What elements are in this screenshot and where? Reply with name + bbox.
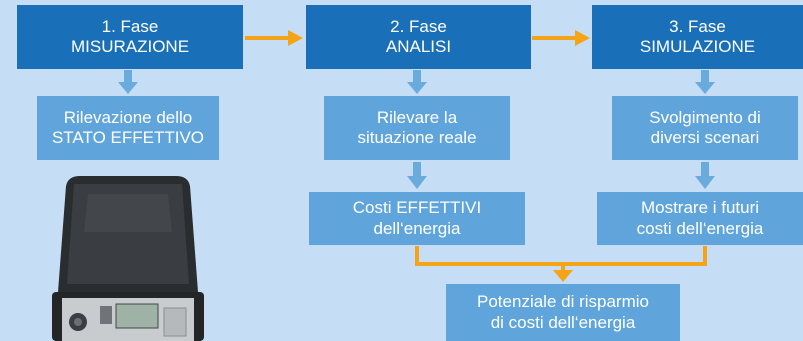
phase-1-name: MISURAZIONE (70, 37, 190, 56)
phase-3-step-1-box: Svolgimento di diversi scenari (612, 96, 798, 160)
phase1-to-phase2-arrow (245, 30, 303, 46)
phase-2-box: 2. Fase ANALISI (306, 5, 531, 69)
phase-1-step-line-2: STATO EFFETTIVO (51, 128, 205, 147)
phase-1-step-line-1: Rilevazione dello (63, 107, 193, 127)
phase-2-step-1-box: Rilevare la situazione reale (324, 96, 510, 160)
phase-3-step-1-line-1: Svolgimento di (649, 107, 761, 127)
phase-1-number: 1. Fase (101, 16, 159, 36)
result-line-2: di costi dell‘energia (490, 312, 636, 332)
phase-2-step-2-line-2: dell‘energia (373, 218, 461, 238)
device-screen (115, 303, 159, 329)
phase1-down-arrow (118, 70, 138, 94)
phase3-down-arrow (695, 70, 715, 94)
phase-1-step-box: Rilevazione dello STATO EFFETTIVO (37, 96, 219, 160)
result-line-1: Potenziale di risparmio (477, 292, 649, 312)
phase-3-box: 3. Fase SIMULAZIONE (592, 5, 803, 69)
phase-2-number: 2. Fase (390, 16, 447, 36)
phase-2-name: ANALISI (385, 37, 452, 56)
phase2-to-phase3-arrow (532, 30, 590, 46)
phase-2-step-1-line-2: situazione reale (357, 128, 477, 147)
phase-2-step-2-box: Costi EFFETTIVI dell‘energia (309, 192, 525, 245)
phase3-step-down-arrow (695, 162, 715, 189)
result-box: Potenziale di risparmio di costi dell‘en… (446, 284, 680, 341)
measurement-device-image (52, 176, 204, 341)
phase-2-step-2-line-1: Costi EFFETTIVI (352, 198, 482, 218)
phase-3-name: SIMULAZIONE (639, 37, 756, 56)
phase-1-box: 1. Fase MISURAZIONE (17, 5, 243, 69)
phase-3-step-2-line-1: Mostrare i futuri (640, 198, 760, 218)
merge-to-result-arrow (415, 246, 707, 282)
phase-3-number: 3. Fase (669, 16, 726, 36)
phase2-down-arrow (407, 70, 427, 94)
phase2-step-down-arrow (407, 162, 427, 189)
phase-3-step-2-line-2: costi dell‘energia (636, 218, 764, 238)
phase-2-step-1-line-1: Rilevare la (376, 107, 458, 127)
phase-3-step-2-box: Mostrare i futuri costi dell‘energia (597, 192, 803, 245)
phase-3-step-1-line-2: diversi scenari (650, 128, 760, 147)
